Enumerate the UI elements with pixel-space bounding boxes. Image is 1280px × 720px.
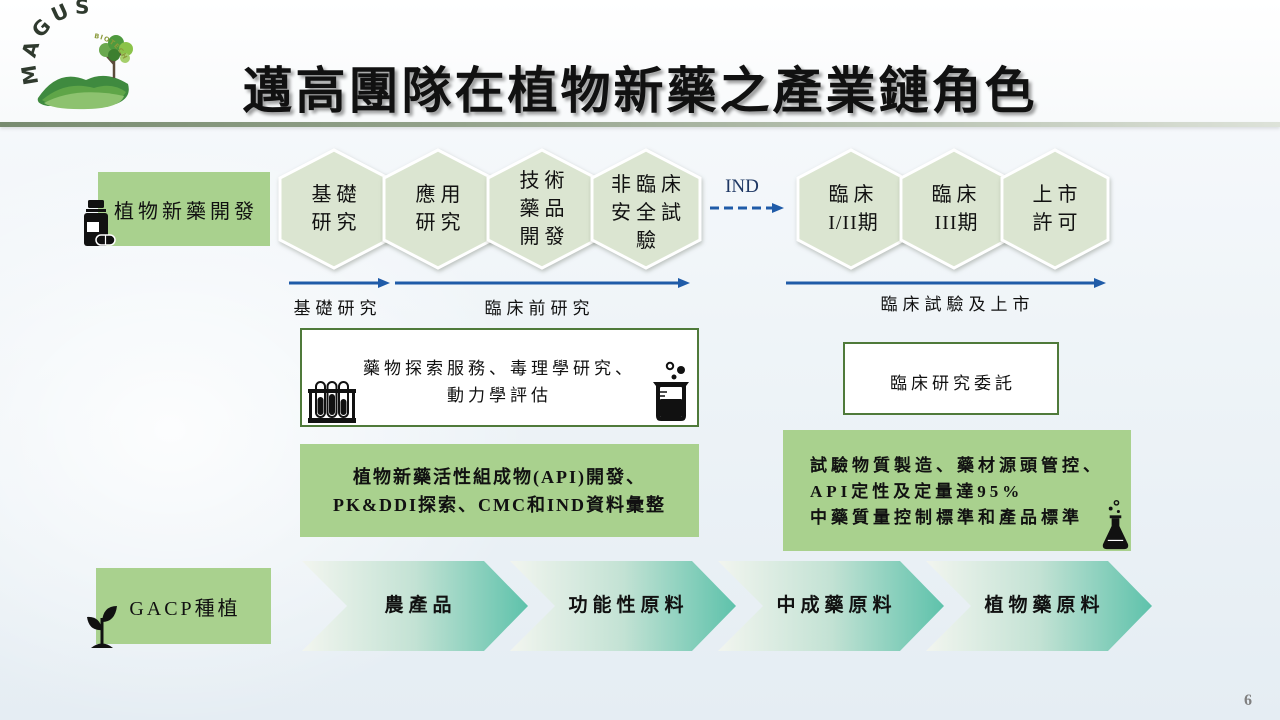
clinical-research-outsourcing-box: 臨床研究委託 [843, 342, 1059, 415]
manufacturing-line: 中藥質量控制標準和產品標準 [810, 508, 1083, 527]
gacp-cultivation-label: GACP種植 [96, 568, 271, 644]
discovery-services-line: 動力學評估 [447, 385, 552, 405]
stage-label: 上市 許可 [1000, 148, 1110, 270]
stage-clinical-phase-3: 臨床 III期 [899, 148, 1009, 270]
chevron-agricultural-products [302, 561, 528, 651]
stage-label-line: 驗 [636, 230, 661, 252]
api-development-box: 植物新藥活性組成物(API)開發、 PK&DDI探索、CMC和IND資料彙整 [300, 444, 699, 537]
medicine-bottle-icon [84, 200, 116, 246]
hexagon-shape [1000, 148, 1110, 270]
stage-label-line: III期 [934, 212, 979, 234]
stage-label-line: 臨床 [931, 184, 982, 206]
stage-label: 技術 藥品 開發 [486, 148, 598, 270]
arrow-basic-research [289, 278, 390, 288]
phase-label-basic-research: 基礎研究 [293, 299, 382, 318]
page-number: 6 [1244, 692, 1252, 709]
stage-label: 基礎 研究 [278, 148, 390, 270]
stage-label-line: 基礎 [311, 184, 362, 206]
phase-label-clinical-market: 臨床試驗及上市 [880, 295, 1035, 314]
stage-label-line: 安全試 [611, 202, 686, 224]
manufacturing-box: 試驗物質製造、藥材源頭管控、 API定性及定量達95% 中藥質量控制標準和產品標… [783, 430, 1131, 551]
sprout-icon [87, 606, 117, 648]
stage-clinical-phase-1-2: 臨床 I/II期 [796, 148, 906, 270]
chevron-proprietary-medicine-ingredients [718, 561, 944, 651]
manufacturing-line: API定性及定量達95% [810, 482, 1024, 501]
product-label: 中成藥原料 [776, 595, 897, 616]
beaker-icon [653, 361, 689, 421]
stage-label-line: 技術 [519, 170, 570, 192]
flask-icon [1102, 499, 1129, 550]
phase-arrows [289, 278, 1106, 288]
header-band [0, 0, 1280, 122]
ind-dashed-arrow [710, 203, 784, 213]
api-development-line: 植物新藥活性組成物(API)開發、 [353, 466, 646, 487]
arrow-clinical-and-market [786, 278, 1106, 288]
drug-development-label: 植物新藥開發 [98, 172, 270, 246]
product-chevrons [302, 561, 1152, 651]
ind-milestone-label: IND [725, 176, 759, 197]
stage-nonclinical-safety: 非臨床 安全試 驗 [590, 148, 702, 270]
product-label: 農產品 [384, 595, 457, 616]
arrow-preclinical-research [395, 278, 690, 288]
stage-label: 非臨床 安全試 驗 [590, 148, 702, 270]
logo-tree [99, 35, 133, 78]
test-tubes-icon [308, 381, 356, 423]
stage-label-line: 應用 [415, 184, 466, 206]
stage-label: 臨床 I/II期 [796, 148, 906, 270]
stage-label-line: 臨床 [828, 184, 879, 206]
stage-label-line: 研究 [311, 212, 362, 234]
phase-label-preclinical: 臨床前研究 [484, 299, 595, 318]
product-label: 植物藥原料 [984, 595, 1105, 616]
stage-label: 應用 研究 [382, 148, 494, 270]
discovery-services-line: 藥物探索服務、毒理學研究、 [363, 358, 636, 378]
logo-hills [37, 75, 129, 110]
stage-label-line: I/II期 [828, 212, 879, 234]
manufacturing-line: 試驗物質製造、藥材源頭管控、 [810, 456, 1104, 475]
stage-technology-drug-development: 技術 藥品 開發 [486, 148, 598, 270]
stage-label-line: 非臨床 [611, 174, 686, 196]
stage-label-line: 研究 [415, 212, 466, 234]
stage-label: 臨床 III期 [899, 148, 1009, 270]
chevron-botanical-drug-ingredients [926, 561, 1152, 651]
stage-applied-research: 應用 研究 [382, 148, 494, 270]
page-title: 邁高團隊在植物新藥之產業鏈角色 [242, 63, 1038, 119]
hexagon-shape [590, 148, 702, 270]
stage-basic-research: 基礎 研究 [278, 148, 390, 270]
discovery-services-box: 藥物探索服務、毒理學研究、 動力學評估 [300, 328, 699, 427]
stage-label-line: 開發 [519, 226, 570, 248]
stage-label-line: 許可 [1032, 212, 1083, 234]
title-divider [0, 122, 1280, 127]
product-label: 功能性原料 [568, 595, 689, 616]
magus-logo: MAGUS BIOTECH [16, 0, 133, 110]
stage-label-line: 藥品 [519, 198, 570, 220]
clinical-research-outsourcing-label: 臨床研究委託 [890, 374, 1016, 393]
stage-market-approval: 上市 許可 [1000, 148, 1110, 270]
api-development-line: PK&DDI探索、CMC和IND資料彙整 [333, 494, 666, 515]
stage-label-line: 上市 [1032, 184, 1083, 206]
chevron-functional-ingredients [510, 561, 736, 651]
